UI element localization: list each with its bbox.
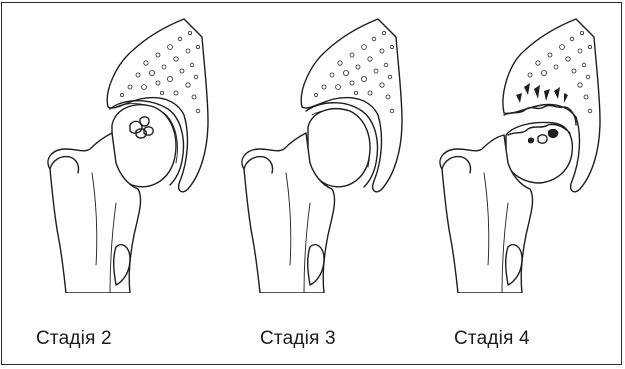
femoral-head-deformed [506,123,572,184]
hip-joint-stage-3-drawing [210,3,415,293]
hip-joint-stage-3-illustration [210,3,415,293]
hip-joint-stage-2-illustration [12,3,217,293]
stage-2-caption: Стадія 2 [36,328,112,350]
hip-joint-stage-4-illustration [408,3,613,293]
stage-4-caption: Стадія 4 [454,328,530,350]
hip-joint-stage-4-drawing [408,3,613,293]
figure-frame: Стадія 2 [1,2,622,365]
hip-joint-stage-2-drawing [12,3,217,293]
stage-3-caption: Стадія 3 [260,328,336,350]
femoral-head [308,109,370,187]
